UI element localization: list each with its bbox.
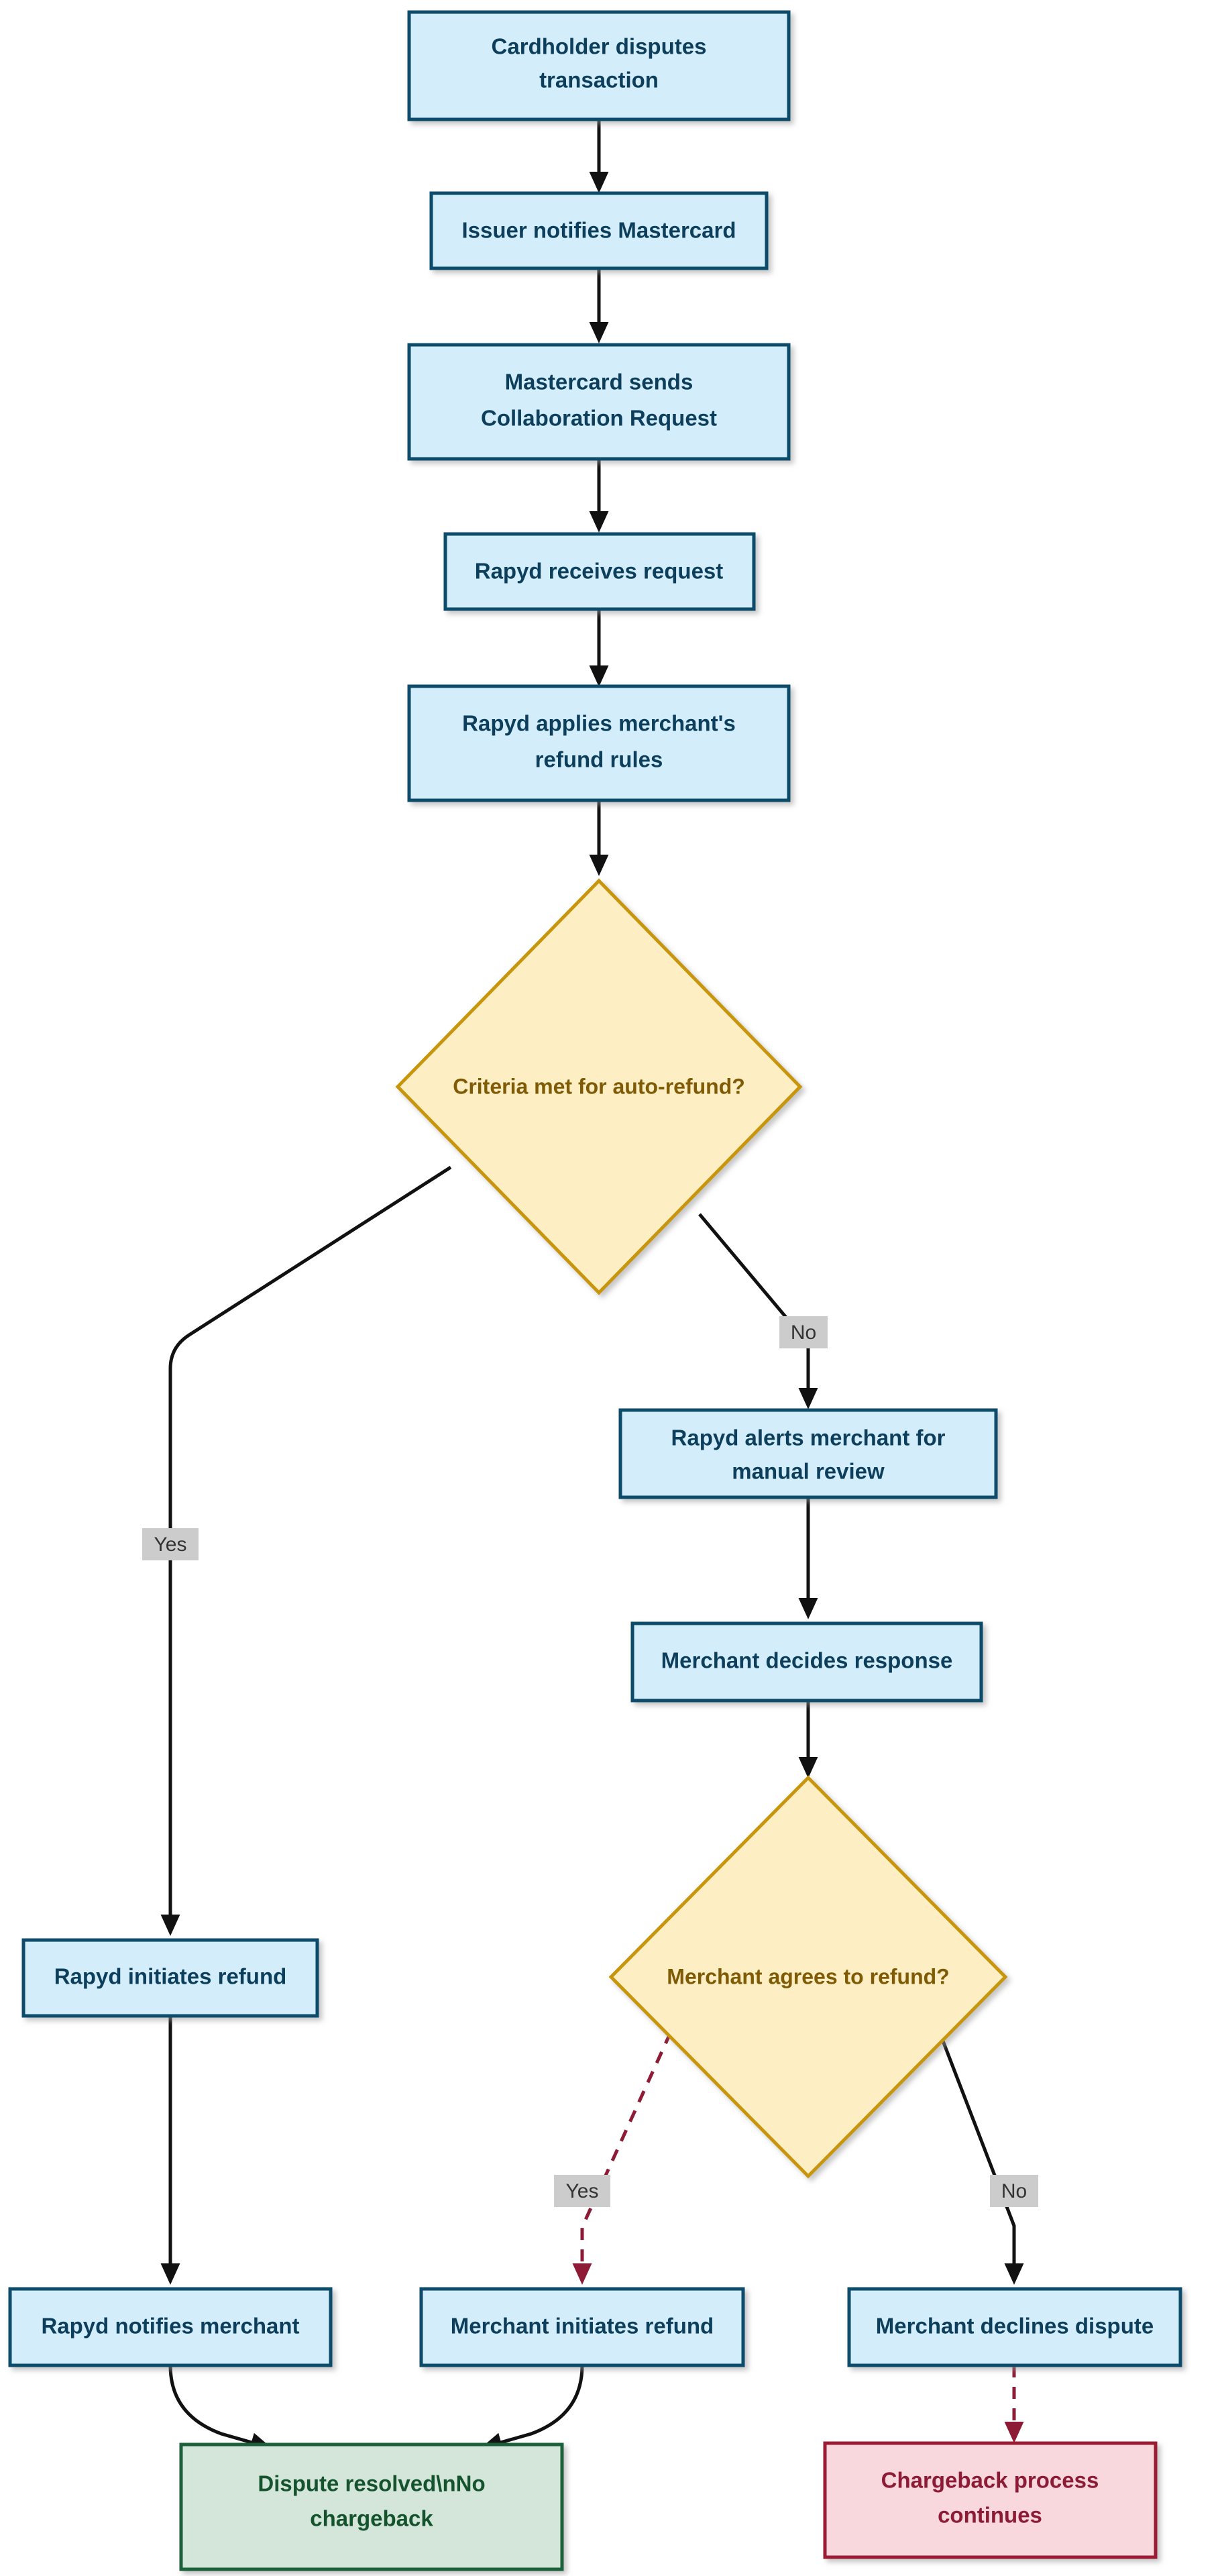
node-label-line: Collaboration Request <box>481 406 717 431</box>
node-label-line: manual review <box>732 1459 885 1484</box>
node-label-line: Rapyd applies merchant's <box>462 711 736 736</box>
node-label-line: continues <box>938 2503 1042 2528</box>
node-label-line: Rapyd initiates refund <box>54 1964 287 1989</box>
node-rapyd-initiates-refund[interactable]: Rapyd initiates refund <box>21 1938 319 2018</box>
node-label-line: Criteria met for auto-refund? <box>453 1074 745 1098</box>
node-mastercard-sends-collaboration-request[interactable]: Mastercard sends Collaboration Request <box>407 343 791 461</box>
node-shape[interactable] <box>823 2441 1158 2559</box>
edge-label-bg <box>554 2175 610 2207</box>
node-issuer-notifies-mastercard[interactable]: Issuer notifies Mastercard <box>429 191 769 270</box>
node-shape[interactable] <box>429 191 769 270</box>
node-label-line: Cardholder disputes <box>492 34 707 59</box>
edge-label-bg <box>142 1528 199 1560</box>
node-cardholder-disputes-transaction[interactable]: Cardholder disputes transaction <box>407 10 791 121</box>
edge-label-bg <box>779 1316 828 1348</box>
node-rapyd-alerts-merchant-manual-review[interactable]: Rapyd alerts merchant for manual review <box>618 1408 998 1499</box>
edge-layer <box>160 119 1024 2452</box>
node-rapyd-receives-request[interactable]: Rapyd receives request <box>443 532 756 611</box>
edge-d1-n8 <box>160 1165 452 1936</box>
node-label-line: Rapyd notifies merchant <box>41 2314 299 2339</box>
edge-n10-n12 <box>480 2365 584 2452</box>
node-label-line: chargeback <box>310 2506 433 2531</box>
node-label-line: Rapyd receives request <box>475 559 724 584</box>
edge-label-text: Yes <box>154 1534 187 1556</box>
edge-n9-n12 <box>168 2365 272 2452</box>
node-label-line: transaction <box>539 68 659 93</box>
node-shape[interactable] <box>407 343 791 461</box>
node-shape[interactable] <box>8 2287 333 2367</box>
node-merchant-decides-response[interactable]: Merchant decides response <box>630 1621 983 1703</box>
node-shape[interactable] <box>630 1621 983 1703</box>
node-label-line: Dispute resolved\nNo <box>258 2471 485 2496</box>
node-dispute-resolved-no-chargeback[interactable]: Dispute resolved\nNo chargeback <box>179 2443 564 2571</box>
edge-d1-n6 <box>698 1213 818 1409</box>
node-label-line: Rapyd alerts merchant for <box>671 1426 946 1450</box>
node-label-line: Merchant initiates refund <box>451 2314 714 2339</box>
node-merchant-declines-dispute[interactable]: Merchant declines dispute <box>847 2287 1182 2367</box>
edge-label-d2-no: No <box>990 2175 1038 2207</box>
node-shape[interactable] <box>395 878 803 1295</box>
node-rapyd-applies-merchant-refund-rules[interactable]: Rapyd applies merchant's refund rules <box>407 684 791 802</box>
edge-label-d1-yes: Yes <box>142 1528 199 1560</box>
node-layer: Cardholder disputes transaction Issuer n… <box>8 10 1182 2571</box>
node-criteria-met-for-auto-refund[interactable]: Criteria met for auto-refund? <box>395 878 803 1295</box>
edge-label-text: No <box>1001 2180 1027 2202</box>
edge-label-text: No <box>791 1322 816 1344</box>
edge-label-bg <box>990 2175 1038 2207</box>
node-shape[interactable] <box>419 2287 745 2367</box>
node-label-line: Issuer notifies Mastercard <box>462 218 736 243</box>
edge-label-layer: Yes No Yes No <box>142 1316 1038 2207</box>
edge-label-d2-yes: Yes <box>554 2175 610 2207</box>
node-merchant-initiates-refund[interactable]: Merchant initiates refund <box>419 2287 745 2367</box>
node-label-line: refund rules <box>535 747 663 772</box>
edge-label-d1-no: No <box>779 1316 828 1348</box>
node-shape[interactable] <box>407 684 791 802</box>
node-shape[interactable] <box>618 1408 998 1499</box>
node-shape[interactable] <box>443 532 756 611</box>
node-label-line: Merchant decides response <box>661 1648 953 1673</box>
node-label-line: Merchant agrees to refund? <box>667 1964 949 1988</box>
edge-label-text: Yes <box>566 2180 599 2202</box>
node-label-line: Chargeback process <box>881 2468 1099 2493</box>
node-shape[interactable] <box>179 2443 564 2571</box>
node-rapyd-notifies-merchant[interactable]: Rapyd notifies merchant <box>8 2287 333 2367</box>
node-shape[interactable] <box>608 1775 1008 2179</box>
node-shape[interactable] <box>407 10 791 121</box>
node-label-line: Mastercard sends <box>505 370 693 394</box>
node-shape[interactable] <box>21 1938 319 2018</box>
node-label-line: Merchant declines dispute <box>876 2314 1154 2339</box>
node-shape[interactable] <box>847 2287 1182 2367</box>
node-chargeback-process-continues[interactable]: Chargeback process continues <box>823 2441 1158 2559</box>
node-merchant-agrees-to-refund[interactable]: Merchant agrees to refund? <box>608 1775 1008 2179</box>
